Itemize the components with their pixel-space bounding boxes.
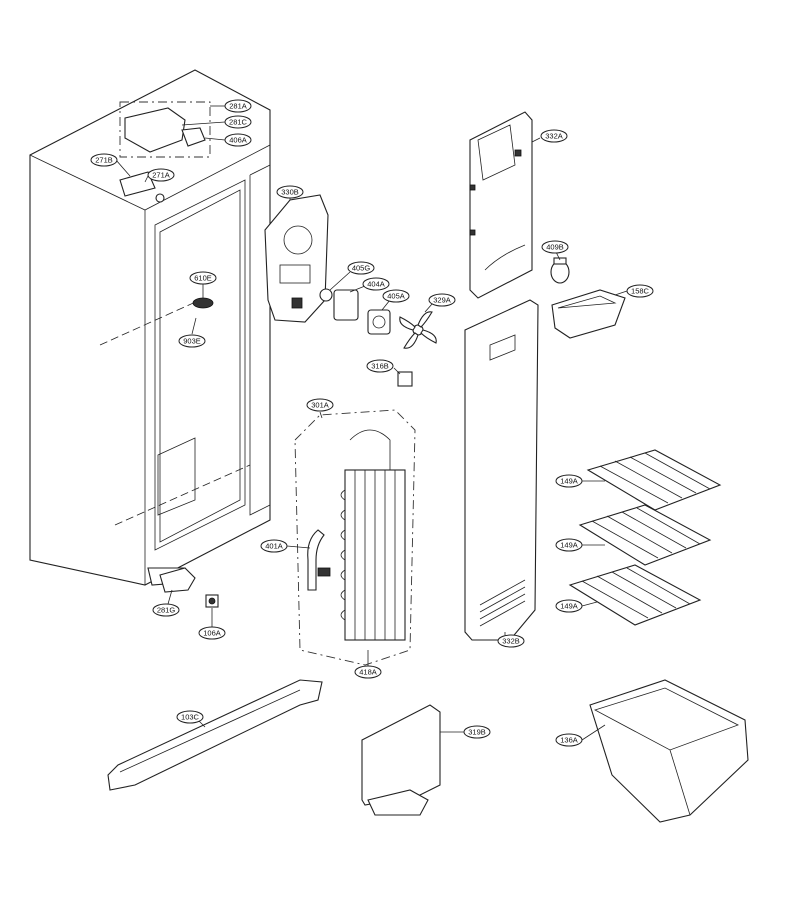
callout-271A: 271A	[144, 168, 175, 183]
rear-panel-332B	[464, 299, 539, 641]
callout-271B: 271B	[90, 153, 131, 177]
callout-332A-label: 332A	[545, 132, 563, 141]
callout-405G-label: 405G	[352, 264, 371, 273]
callout-406A: 406A	[204, 133, 252, 147]
callout-330B: 330B	[276, 185, 304, 200]
callout-149A-3: 149A	[555, 599, 598, 613]
callout-149A-2: 149A	[555, 538, 605, 552]
callout-319B: 319B	[440, 725, 491, 739]
callout-610E-label: 610E	[194, 274, 212, 283]
shelf-1	[586, 449, 722, 511]
callout-418A-label: 418A	[359, 668, 377, 677]
callout-301A: 301A	[306, 398, 334, 419]
callout-401A: 401A	[260, 539, 311, 553]
callout-329A: 329A	[424, 293, 456, 313]
ice-chute-319B	[361, 704, 441, 816]
top-cover-assembly	[119, 101, 211, 203]
crisper-drawer-136A	[589, 679, 749, 823]
callout-405A-label: 405A	[387, 292, 405, 301]
callout-903E: 903E	[178, 317, 206, 348]
callout-136A-label: 136A	[560, 736, 578, 745]
evaporator-assembly	[294, 371, 416, 666]
callout-332B-label: 332B	[502, 637, 520, 646]
callout-404A-label: 404A	[367, 280, 385, 289]
callout-271B-label: 271B	[95, 156, 113, 165]
shelf-2	[578, 504, 712, 566]
shelf-3	[568, 564, 702, 626]
fan-duct-330B	[264, 194, 329, 323]
callout-332B: 332B	[497, 632, 525, 648]
callout-103C-label: 103C	[181, 713, 200, 722]
callout-405G: 405G	[329, 261, 375, 291]
callout-281A-label: 281A	[229, 102, 247, 111]
callout-149A-1: 149A	[555, 474, 605, 488]
fan-blade	[399, 311, 437, 349]
callout-316B: 316B	[366, 359, 401, 375]
callout-409B-label: 409B	[546, 243, 564, 252]
callout-401A-label: 401A	[265, 542, 283, 551]
fan-motor-assembly	[319, 288, 437, 349]
drain-grommet	[192, 297, 214, 309]
callout-903E-label: 903E	[183, 337, 201, 346]
callout-281C-label: 281C	[229, 118, 248, 127]
callout-136A: 136A	[555, 724, 606, 747]
bottom-cover-103C	[107, 679, 323, 791]
refrigerator-cabinet	[29, 69, 271, 586]
callout-281C: 281C	[181, 115, 252, 129]
callout-301A-label: 301A	[311, 401, 329, 410]
callout-610E: 610E	[189, 271, 217, 298]
callout-316B-label: 316B	[371, 362, 389, 371]
callout-406A-label: 406A	[229, 136, 247, 145]
callout-103C: 103C	[176, 710, 206, 728]
callout-330B-label: 330B	[281, 188, 299, 197]
callout-281G: 281G	[152, 589, 180, 617]
rear-panel-332A	[469, 111, 533, 299]
callout-271A-label: 271A	[152, 171, 170, 180]
callout-281A: 281A	[210, 99, 252, 113]
lamp-assembly	[550, 257, 626, 339]
callout-158C-label: 158C	[631, 287, 650, 296]
callout-418A: 418A	[354, 650, 382, 679]
callout-409B: 409B	[541, 240, 569, 261]
callout-158C: 158C	[614, 284, 654, 298]
callout-405A: 405A	[381, 289, 410, 311]
callout-149A-3-label: 149A	[560, 602, 578, 611]
callout-332A: 332A	[531, 129, 568, 143]
callout-106A-label: 106A	[203, 629, 221, 638]
callout-149A-2-label: 149A	[560, 541, 578, 550]
callout-149A-1-label: 149A	[560, 477, 578, 486]
bottom-hinge	[159, 567, 219, 608]
callout-281G-label: 281G	[157, 606, 176, 615]
callout-319B-label: 319B	[468, 728, 486, 737]
callout-404A: 404A	[349, 277, 390, 293]
evaporator-coil	[340, 429, 406, 641]
vent-slots	[479, 579, 526, 627]
callout-329A-label: 329A	[433, 296, 451, 305]
callout-106A: 106A	[198, 608, 226, 640]
